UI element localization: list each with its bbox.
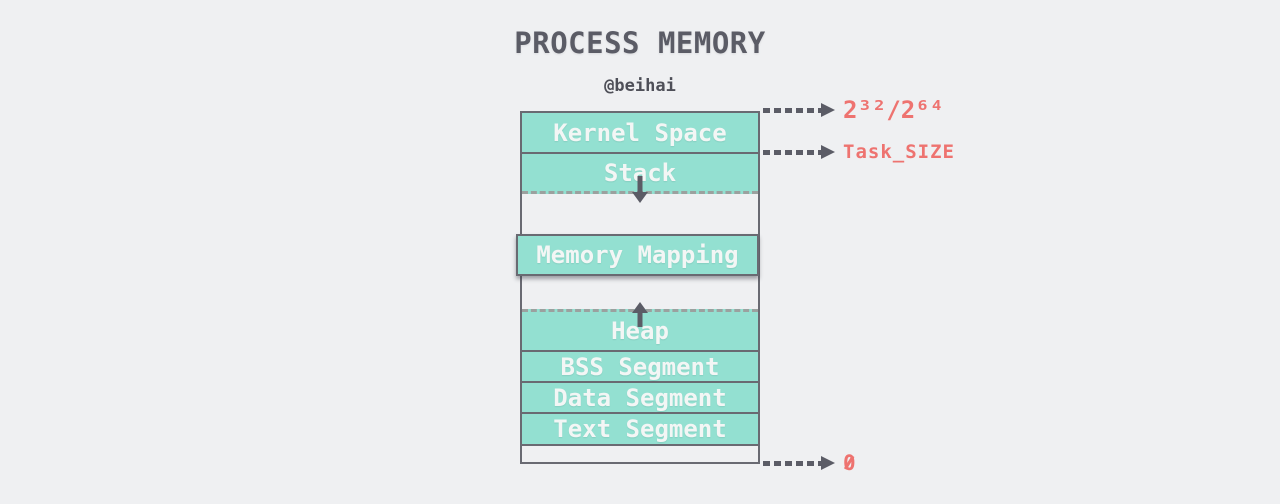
address-label: 2³²/2⁶⁴: [843, 96, 945, 124]
bottom-empty-region: [522, 446, 758, 462]
segment-memory-mapping: Memory Mapping: [516, 234, 759, 276]
annotation-top-address: 2³²/2⁶⁴: [763, 96, 944, 124]
segment-label: Memory Mapping: [536, 241, 739, 269]
stack-growth-arrow-icon: [632, 176, 648, 204]
dashed-arrow-icon: [763, 149, 821, 155]
segment-bss: BSS Segment: [522, 352, 758, 383]
segment-label: Text Segment: [553, 415, 727, 443]
segment-label: Data Segment: [553, 383, 727, 412]
address-label: Task_SIZE: [843, 141, 955, 163]
segment-label: BSS Segment: [560, 352, 720, 381]
address-label: 0: [843, 451, 856, 475]
memory-column: Kernel Space Stack Memory Mapping Heap B…: [516, 111, 760, 464]
page-title: PROCESS MEMORY: [514, 26, 766, 60]
dashed-arrow-icon: [763, 460, 821, 466]
memory-mapping-slot: Memory Mapping: [516, 234, 759, 276]
segment-data: Data Segment: [522, 383, 758, 414]
dashed-arrow-icon: [763, 107, 821, 113]
arrowhead-icon: [821, 456, 835, 470]
heap-growth-arrow-icon: [632, 302, 648, 328]
author-handle: @beihai: [604, 76, 676, 96]
segment-text: Text Segment: [522, 414, 758, 446]
segment-kernel-space: Kernel Space: [522, 113, 758, 154]
arrowhead-icon: [821, 145, 835, 159]
arrowhead-icon: [821, 103, 835, 117]
annotation-zero-address: 0: [763, 451, 856, 475]
segment-label: Kernel Space: [553, 118, 727, 147]
annotation-task-size: Task_SIZE: [763, 141, 955, 163]
